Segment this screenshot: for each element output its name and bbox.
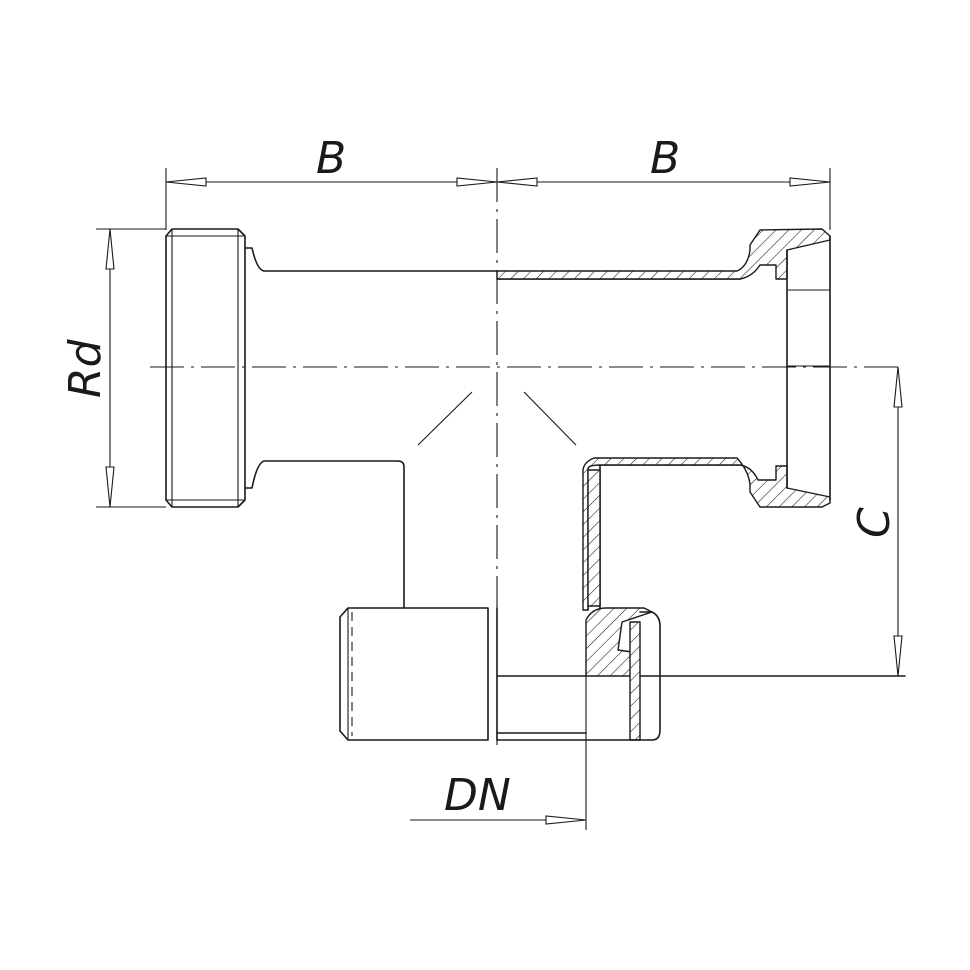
- dimension-label-dn: DN: [444, 770, 511, 821]
- dimension-b-left: B: [165, 133, 498, 230]
- section-hatching: [496, 228, 831, 741]
- center-lines: [150, 168, 905, 745]
- dimension-b-right: B: [496, 133, 831, 230]
- tee-body: [244, 247, 741, 611]
- dimension-rd: Rd: [60, 228, 166, 508]
- dimension-label-b-right: B: [650, 133, 680, 184]
- dimension-label-c: C: [849, 507, 900, 538]
- right-flange: [786, 235, 831, 501]
- dimension-label-rd: Rd: [60, 338, 111, 398]
- dimension-dn: DN: [410, 676, 587, 830]
- dimension-c: C: [849, 366, 903, 677]
- dimension-label-b-left: B: [316, 133, 346, 184]
- left-union-nut: [165, 228, 246, 508]
- bottom-branch-thread: [339, 607, 906, 741]
